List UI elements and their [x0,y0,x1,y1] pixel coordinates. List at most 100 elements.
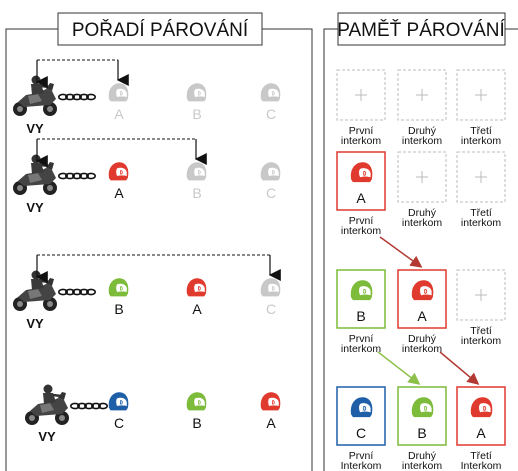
memory-slot-label: A [356,190,366,206]
helmet-label: A [114,106,124,122]
you-label: VY [38,429,56,444]
plus-icon [416,89,428,101]
helmet-label: A [192,301,202,317]
left-panel-frame [5,28,313,471]
chain-link-icon [57,172,97,180]
helmet-icon [411,280,434,301]
helmet-icon [411,397,434,418]
memory-slot-caption: interkom [461,335,502,347]
memory-slot-label: A [417,308,427,324]
pairing-order-row: VY A B C [13,59,281,136]
helmet-icon [186,162,207,181]
helmet-icon [186,278,207,297]
memory-slot-label: B [417,425,426,441]
pairing-arrow [35,59,129,88]
helmet-label: B [192,415,201,431]
motorcycle-icon [13,75,57,116]
helmet-label: C [266,106,276,122]
helmet-icon [108,83,129,102]
memory-slot-caption: První [349,215,374,227]
memory-slot-caption: interkom [341,225,382,237]
right-title-box [337,12,506,46]
helmet-label: B [114,301,123,317]
memory-transfer-arrows [377,236,480,385]
memory-slot-caption: První [349,333,374,345]
right-panel-frame [323,28,518,471]
helmet-icon [350,397,373,418]
memory-slot-caption: interkom [402,217,443,229]
memory-slot-caption: interkom [461,217,502,229]
helmet-icon [108,392,129,411]
you-label: VY [26,200,44,215]
pairing-order-row: VY A B C [13,138,281,215]
helmet-icon [186,83,207,102]
transfer-arrow [439,351,480,385]
memory-slot-caption: Třetí [470,207,492,219]
helmet-label: C [266,185,276,201]
helmet-icon [350,280,373,301]
chain-link-icon [70,402,109,410]
helmet-icon [108,162,129,181]
left-panel-title: POŘADÍ PÁROVÁNÍ [72,19,249,41]
transfer-arrow [379,236,423,268]
helmet-label: A [114,185,124,201]
helmet-icon [260,278,281,297]
helmet-icon [108,278,129,297]
right-panel-title: PAMĚŤ PÁROVÁNÍ [337,19,505,41]
motorcycle-icon [13,154,57,195]
helmet-icon [470,397,493,418]
plus-icon [475,289,487,301]
memory-slot-caption: Druhý [408,450,437,462]
memory-slot-caption: Druhý [408,333,437,345]
memory-slot-caption: Třetí [470,125,492,137]
memory-slot-caption: interkom [341,343,382,355]
helmet-icon [186,392,207,411]
memory-slot-caption: První [349,450,374,462]
motorcycle-icon [25,384,69,425]
helmet-icon [260,392,281,411]
memory-slot-caption: Interkom [341,460,382,471]
memory-slot-caption: interkom [461,135,502,147]
memory-slot-caption: Druhý [408,125,437,137]
motorcycle-icon [13,270,57,311]
helmet-label: B [192,106,201,122]
memory-slot-caption: První [349,125,374,137]
pairing-memory-row: CPrvníInterkomBDruhýinterkomATřetíInterk… [336,386,506,471]
memory-slot-label: B [356,308,365,324]
helmet-label: B [192,185,201,201]
memory-slot-label: C [356,425,366,441]
memory-slot-caption: interkom [341,135,382,147]
chain-link-icon [57,93,97,101]
you-label: VY [26,121,44,136]
helmet-label: A [266,415,276,431]
helmet-label: C [266,301,276,317]
memory-slot-caption: Třetí [470,450,492,462]
helmet-icon [350,162,373,183]
pairing-order-row: VY C B A [25,384,281,444]
left-title-box [57,12,263,46]
pairing-memory-rows: PrvníinterkomDruhýinterkomTřetíinterkomA… [336,69,506,471]
pairing-memory-row: BPrvníinterkomADruhýinterkomTřetíinterko… [336,269,506,355]
helmet-icon [260,162,281,181]
plus-icon [475,171,487,183]
helmet-label: C [114,415,124,431]
plus-icon [416,171,428,183]
plus-icon [355,89,367,101]
chain-link-icon [57,288,97,296]
